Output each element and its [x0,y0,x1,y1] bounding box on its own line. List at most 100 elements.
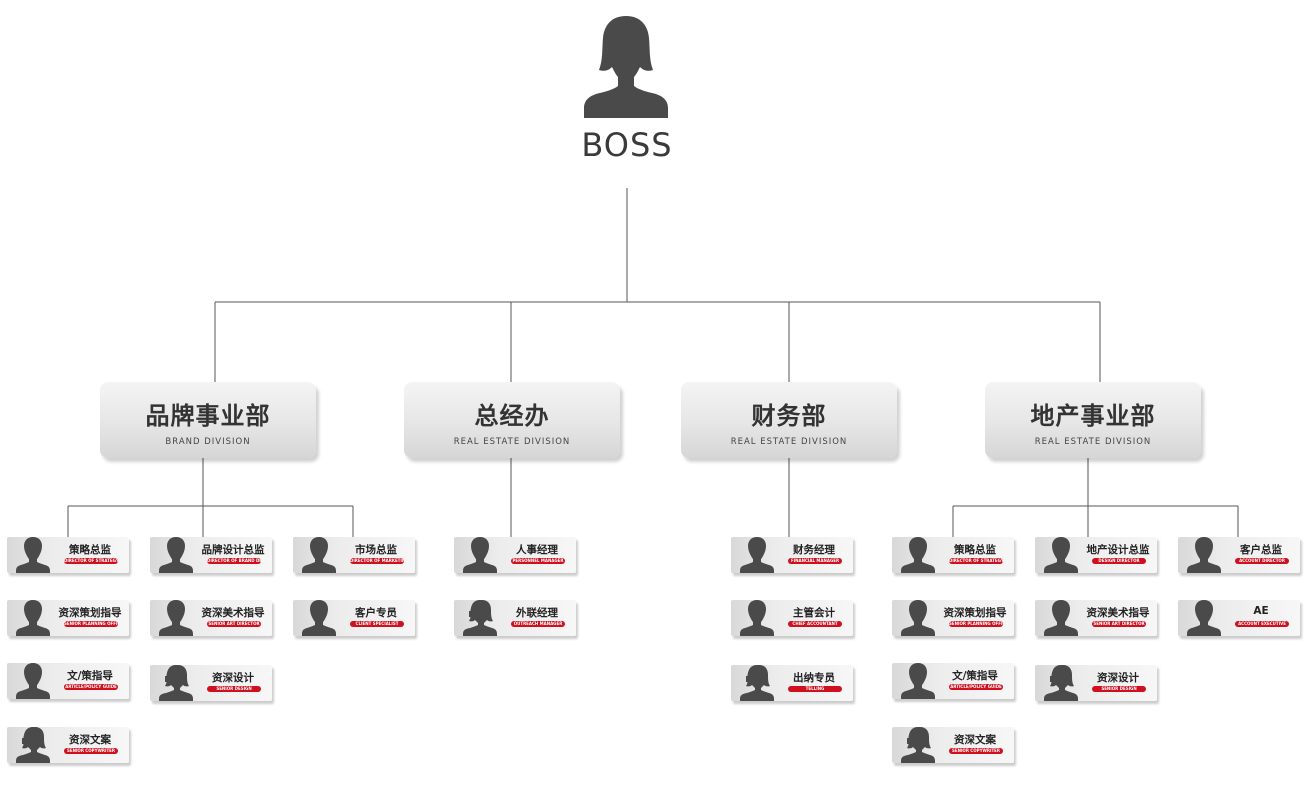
dept-title: 品牌事业部 [145,402,271,430]
woman-headset-silhouette-icon [159,665,193,701]
role-title: 主管会计 [793,607,835,619]
dept-general-office[interactable]: 总经办 REAL ESTATE DIVISION [404,382,620,458]
man-silhouette-icon [1044,600,1078,636]
role-title: 资深美术指导 [201,607,265,619]
role-card[interactable]: 资深美术指导 SENIOR ART DIRECTOR [150,600,272,636]
man-silhouette-icon [159,600,193,636]
man-silhouette-icon [16,600,50,636]
role-title: 资深策划指导 [58,607,122,619]
role-badge: ARTICLE/POLICY GUIDE [949,684,1003,690]
role-text: 主管会计 CHIEF ACCOUNTANT [775,600,853,636]
man-silhouette-icon [901,663,935,699]
role-card[interactable]: 市场总监 DIRECTOR OF MARKETING [293,537,415,573]
man-silhouette-icon [16,537,50,573]
role-card[interactable]: 资深文案 SENIOR COPYWRITER [7,727,129,763]
dept-real-estate[interactable]: 地产事业部 REAL ESTATE DIVISION [985,382,1201,458]
role-badge: SENIOR DESIGN [1092,686,1146,692]
role-badge: SENIOR ART DIRECTOR [1092,621,1146,627]
role-card[interactable]: 策略总监 DIRECTOR OF STRATEGY [7,537,129,573]
role-text: 资深美术指导 SENIOR ART DIRECTOR [1079,600,1157,636]
man-silhouette-icon [901,537,935,573]
role-title: 资深设计 [1097,672,1139,684]
man-silhouette-icon [1044,537,1078,573]
role-title: 文/策指导 [67,670,113,682]
role-title: 资深策划指导 [943,607,1007,619]
man-silhouette-icon [901,600,935,636]
role-badge: ACCOUNT EXECUTIVE [1235,621,1289,627]
role-card[interactable]: 地产设计总监 DESIGN DIRECTOR [1035,537,1157,573]
role-card[interactable]: 主管会计 CHIEF ACCOUNTANT [731,600,853,636]
role-card[interactable]: 外联经理 OUTREACH MANAGER [454,600,576,636]
role-card[interactable]: 资深美术指导 SENIOR ART DIRECTOR [1035,600,1157,636]
woman-headset-silhouette-icon [740,665,774,701]
dept-subtitle: REAL ESTATE DIVISION [453,437,571,447]
role-card[interactable]: 客户总监 ACCOUNT DIRECTOR [1178,537,1300,573]
dept-title: 地产事业部 [1030,402,1156,430]
role-card[interactable]: 资深设计 SENIOR DESIGN [150,665,272,701]
dept-title: 总经办 [474,402,550,430]
man-silhouette-icon [740,600,774,636]
dept-subtitle: REAL ESTATE DIVISION [730,437,848,447]
role-text: 客户总监 ACCOUNT DIRECTOR [1222,537,1300,573]
role-text: 文/策指导 ARTICLE/POLICY GUIDE [936,663,1014,699]
role-badge: SENIOR COPYWRITER [949,748,1003,754]
role-badge: CHIEF ACCOUNTANT [788,621,842,627]
boss-label: BOSS [581,126,673,164]
role-title: 出纳专员 [793,672,835,684]
man-silhouette-icon [159,537,193,573]
man-silhouette-icon [1187,600,1221,636]
role-text: 市场总监 DIRECTOR OF MARKETING [337,537,415,573]
role-title: 资深文案 [69,734,111,746]
role-text: 资深设计 SENIOR DESIGN [194,665,272,701]
role-card[interactable]: 资深设计 SENIOR DESIGN [1035,665,1157,701]
role-badge: DIRECTOR OF STRATEGY [64,558,118,564]
woman-headset-silhouette-icon [901,727,935,763]
role-badge: SENIOR PLANNING OFFICER [64,621,118,627]
dept-finance[interactable]: 财务部 REAL ESTATE DIVISION [681,382,897,458]
role-title: 地产设计总监 [1086,544,1150,556]
role-text: 资深文案 SENIOR COPYWRITER [51,727,129,763]
role-text: 资深美术指导 SENIOR ART DIRECTOR [194,600,272,636]
role-title: 外联经理 [516,607,558,619]
role-text: 资深策划指导 SENIOR PLANNING OFFICER [51,600,129,636]
role-title: 市场总监 [355,544,397,556]
role-badge: SENIOR ART DIRECTOR [207,621,261,627]
role-badge: ACCOUNT DIRECTOR [1235,558,1289,564]
role-badge: DIRECTOR OF MARKETING [350,558,404,564]
woman-headset-silhouette-icon [1044,665,1078,701]
role-badge: OUTREACH MANAGER [511,621,565,627]
role-text: 外联经理 OUTREACH MANAGER [498,600,576,636]
role-title: 策略总监 [69,544,111,556]
dept-title: 财务部 [751,402,827,430]
role-card[interactable]: 文/策指导 ARTICLE/POLICY GUIDE [892,663,1014,699]
role-card[interactable]: 资深策划指导 SENIOR PLANNING OFFICER [7,600,129,636]
dept-brand[interactable]: 品牌事业部 BRAND DIVISION [100,382,316,458]
role-title: 客户总监 [1240,544,1282,556]
role-badge: FINANCIAL MANAGER [788,558,842,564]
role-badge: SENIOR COPYWRITER [64,748,118,754]
role-title: 文/策指导 [952,670,998,682]
role-badge: PERSONNEL MANAGER [511,558,565,564]
role-badge: SENIOR DESIGN [207,686,261,692]
man-silhouette-icon [740,537,774,573]
role-badge: DESIGN DIRECTOR [1092,558,1146,564]
role-title: 资深美术指导 [1086,607,1150,619]
role-text: 策略总监 DIRECTOR OF STRATEGY [51,537,129,573]
role-title: 资深设计 [212,672,254,684]
